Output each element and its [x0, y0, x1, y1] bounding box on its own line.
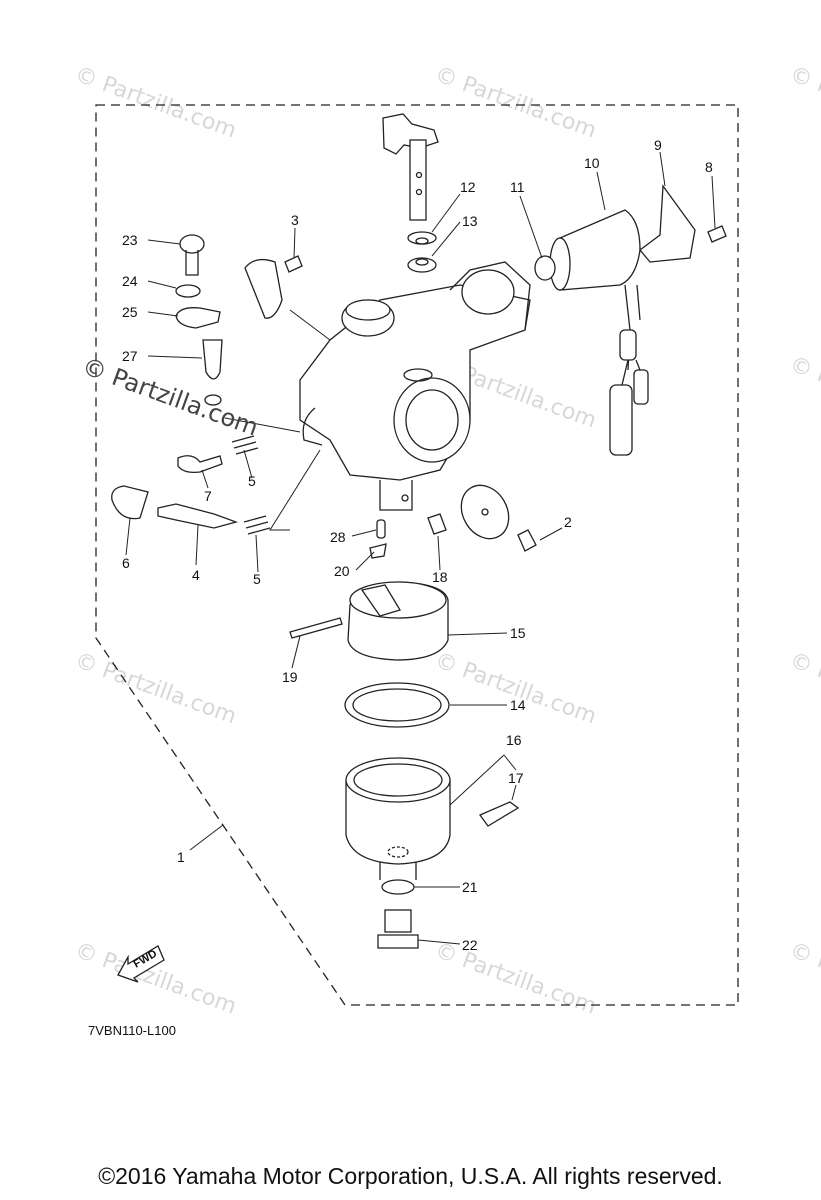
- assembly-boundary: [95, 104, 739, 1006]
- screw-23: [179, 234, 205, 254]
- callout-17: 17: [508, 770, 524, 786]
- callout-2: 2: [564, 514, 572, 530]
- callout-21: 21: [462, 879, 478, 895]
- callout-24: 24: [122, 273, 138, 289]
- callout-27: 27: [122, 348, 138, 364]
- plate-25: [175, 307, 221, 329]
- choke-plate: [460, 484, 510, 540]
- drain-bolt-22: [377, 909, 419, 949]
- float-15: [347, 581, 449, 661]
- callout-7: 7: [204, 488, 212, 504]
- callout-9: 9: [654, 137, 662, 153]
- throttle-plate: [244, 258, 283, 319]
- clip-20: [369, 543, 387, 559]
- callout-15: 15: [510, 625, 526, 641]
- callout-1: 1: [177, 849, 185, 865]
- callout-8: 8: [705, 159, 713, 175]
- callouts: 1 2 3 4 5 5 6 7 8 9 10 11 12 13 14 15 16…: [88, 137, 713, 1038]
- callout-28: 28: [330, 529, 346, 545]
- solenoid: [534, 184, 727, 456]
- screw-7: [177, 455, 223, 474]
- gasket-14: [344, 682, 450, 728]
- callout-10: 10: [584, 155, 600, 171]
- leader-lines: [125, 151, 716, 945]
- washer-24: [175, 284, 201, 298]
- callout-4: 4: [192, 567, 200, 583]
- washer-21: [381, 879, 415, 895]
- valve-28: [376, 519, 386, 539]
- screw-2: [517, 529, 537, 552]
- callout-12: 12: [460, 179, 476, 195]
- carburetor-body: [299, 261, 531, 511]
- callout-25: 25: [122, 304, 138, 320]
- fitting-18: [427, 513, 447, 535]
- throttle-shaft: [382, 113, 439, 221]
- callout-18: 18: [432, 569, 448, 585]
- callout-5b: 5: [253, 571, 261, 587]
- callout-13: 13: [462, 213, 478, 229]
- callout-16: 16: [506, 732, 522, 748]
- pin-19: [289, 617, 343, 639]
- pilot-screw-27: [202, 339, 223, 380]
- screw-3: [284, 255, 303, 273]
- fwd-arrow-icon: [117, 945, 165, 983]
- callout-5a: 5: [248, 473, 256, 489]
- callout-14: 14: [510, 697, 526, 713]
- callout-22: 22: [462, 937, 478, 953]
- o-ring: [204, 394, 222, 406]
- callout-19: 19: [282, 669, 298, 685]
- callout-23: 23: [122, 232, 138, 248]
- copyright-notice: ©2016 Yamaha Motor Corporation, U.S.A. A…: [98, 1163, 723, 1189]
- spring-5b: [243, 515, 271, 535]
- callout-11: 11: [510, 179, 525, 195]
- spring-5a: [231, 435, 259, 455]
- callout-20: 20: [334, 563, 350, 579]
- needle-4: [157, 503, 239, 529]
- float-bowl-16: [345, 757, 451, 880]
- callout-6: 6: [122, 555, 130, 571]
- cap-6: [111, 485, 149, 520]
- callout-3: 3: [291, 212, 299, 228]
- screw-17: [478, 801, 520, 827]
- drawing-code: 7VBN110-L100: [88, 1023, 176, 1038]
